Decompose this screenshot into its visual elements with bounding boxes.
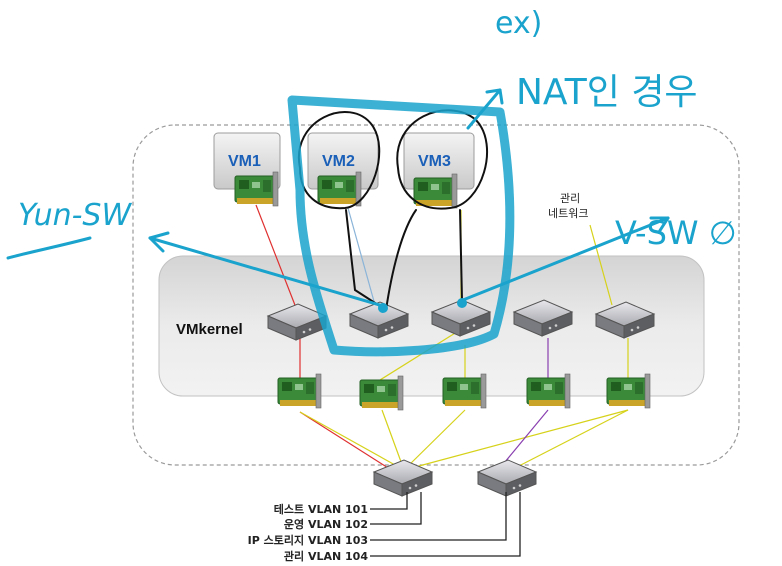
mgmt-link: [589, 224, 613, 306]
vlan-101-label: 테스트 VLAN 101: [274, 502, 368, 516]
vlan-103-label: IP 스토리지 VLAN 103: [248, 533, 368, 547]
handwritten-arrows: [148, 88, 670, 308]
annotation-ex: ex): [495, 6, 542, 41]
vm1-label: VM1: [228, 153, 261, 170]
annotation-left-switch: Yun-SW: [18, 198, 132, 233]
vlan-104-label: 관리 VLAN 104: [284, 549, 368, 563]
mgmt-physical-link: [514, 409, 629, 469]
ipstorage-physical-purple: [499, 409, 549, 469]
kernel-storage-link: [379, 329, 461, 381]
vm2: VM2: [307, 132, 379, 207]
physical-nic-3: [442, 373, 487, 409]
vm1-link: [255, 204, 301, 319]
annotation-right-switch: V-SW ∅: [615, 214, 737, 252]
marker-dot-vm3: [457, 298, 467, 308]
handwritten-cyan-box: [287, 95, 515, 357]
mgmt-network-label-line2: 네트워크: [548, 207, 588, 220]
vm3: VM3: [403, 132, 475, 209]
vm2-link: [347, 207, 376, 306]
physical-nic-1: [277, 373, 322, 409]
physical-nic-4: [526, 373, 571, 409]
physical-nic-5: [606, 373, 651, 409]
vm2-label: VM2: [322, 153, 355, 170]
vmkernel-panel: [158, 255, 705, 397]
vm3-label: VM3: [418, 153, 451, 170]
left-switch-underline: [6, 236, 92, 260]
vlan-102-label: 운영 VLAN 102: [284, 518, 368, 531]
esx-host-boundary: [132, 124, 740, 466]
physical-nic-2: [359, 375, 404, 411]
storage-nic2-link: [403, 409, 466, 471]
vmkernel-label: VMkernel: [176, 321, 243, 338]
vlan-wires: [370, 492, 521, 557]
marker-dot-vm2: [378, 303, 388, 313]
storage-nic1-link: [381, 409, 405, 471]
mgmt-network-label-line1: 관리: [560, 192, 580, 205]
storage-nic3-link: [299, 411, 405, 471]
network-links: [255, 204, 629, 479]
annotation-nat-case: NAT인 경우: [516, 72, 698, 113]
storage-nic4-link: [403, 409, 629, 471]
vm1: VM1: [213, 132, 281, 207]
